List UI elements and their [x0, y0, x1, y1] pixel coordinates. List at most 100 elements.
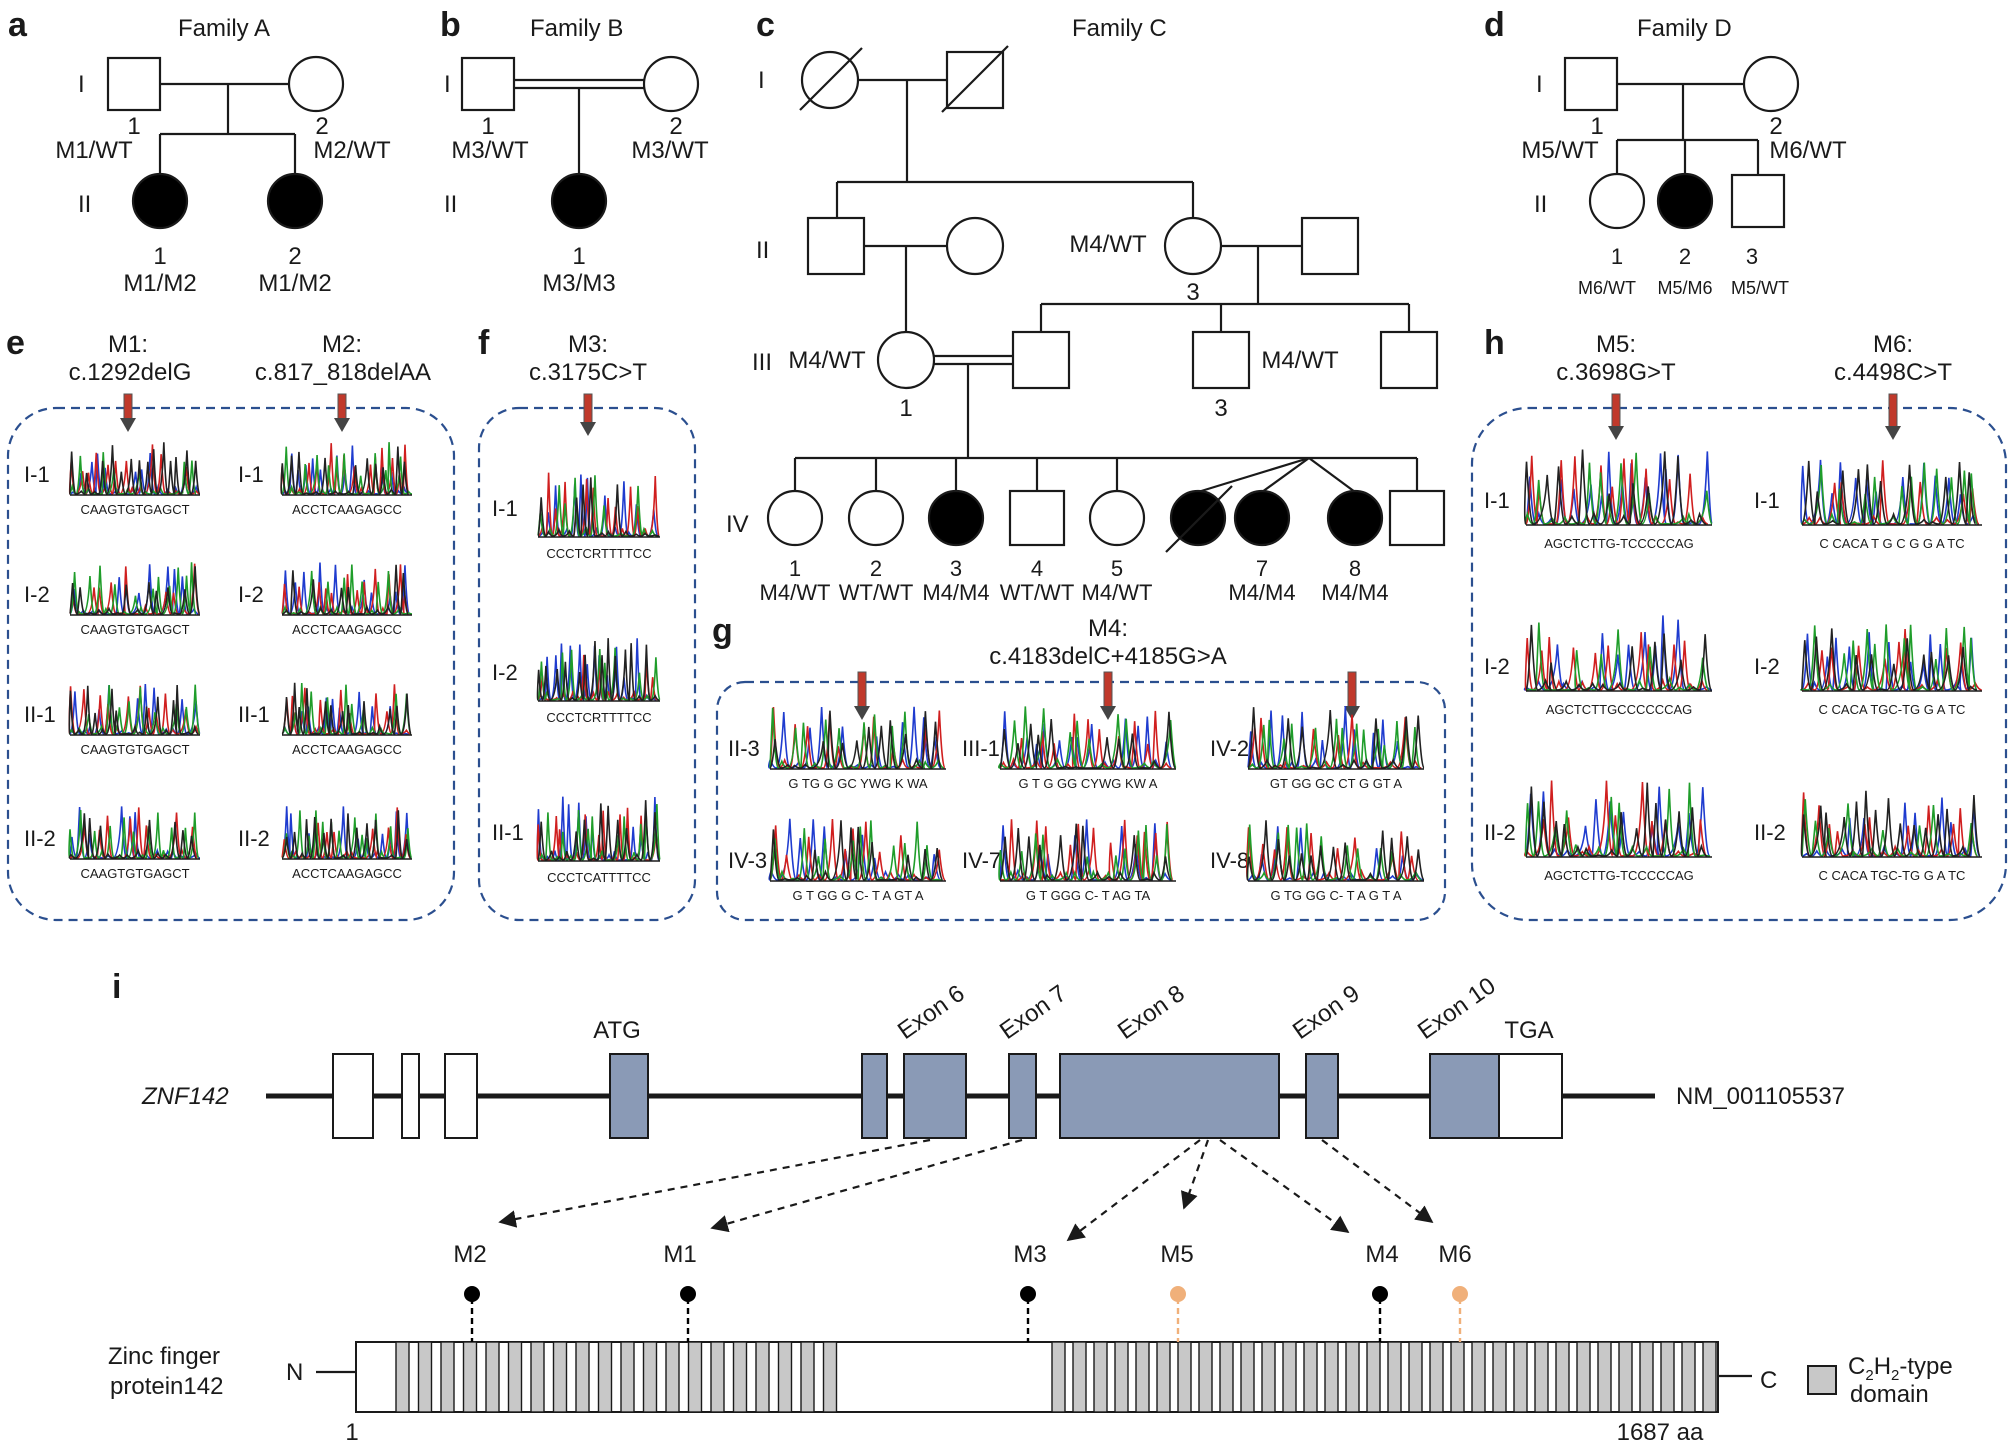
zinc-finger-domain-35: [1366, 1341, 1381, 1413]
e-m2-pointer: [334, 393, 350, 432]
famA-I2-genotype: M2/WT: [313, 137, 391, 164]
protein-end: 1687 aa: [1617, 1419, 1704, 1446]
famC-IV8-affected: [1326, 489, 1384, 547]
zinc-finger-domain-4: [485, 1341, 500, 1413]
exon-10: [1429, 1053, 1500, 1139]
famC-IV-num-2: 3: [950, 556, 962, 581]
arrow-m2: [498, 1138, 931, 1228]
h-m5-variant: c.3698G>T: [1556, 359, 1676, 386]
h-left-row-0: I-1: [1484, 488, 1510, 513]
atg-label: ATG: [593, 1017, 641, 1044]
panel-label-h: h: [1484, 324, 1505, 362]
famD-II1-genotype: M6/WT: [1578, 278, 1636, 298]
g-trace-5: [1246, 820, 1425, 882]
family-a-title: Family A: [178, 15, 270, 42]
h-m6-label: M6:: [1873, 331, 1913, 358]
zinc-finger-domain-1: [417, 1341, 433, 1413]
g-row-0: II-3: [728, 736, 760, 761]
famB-gen-II: II: [444, 191, 457, 218]
panel-label-e: e: [6, 324, 25, 362]
e-right-row-0: I-1: [238, 462, 264, 487]
h-m5-label: M5:: [1596, 331, 1636, 358]
famC-III1-carrier-female: [876, 330, 936, 390]
famC-IV4-male: [1008, 489, 1066, 547]
f-row-2: II-1: [492, 820, 524, 845]
zinc-finger-domain-30: [1261, 1341, 1276, 1413]
family-c-title: Family C: [1072, 15, 1167, 42]
h-m5-pointer: [1608, 393, 1624, 440]
e-right-row-2: II-1: [238, 702, 270, 727]
famD-II2-genotype: M5/M6: [1657, 278, 1712, 298]
h-m5-trace-1: [1523, 615, 1713, 692]
zinc-finger-domain-40: [1471, 1341, 1486, 1413]
zinc-finger-domain-21: [1072, 1341, 1087, 1413]
famC-IV-num-6: 8: [1349, 556, 1361, 581]
famB-gen-I: I: [444, 71, 451, 98]
famC-IV-genotype-1: WT/WT: [839, 580, 914, 605]
h-m5-trace-2: [1524, 780, 1712, 858]
panel-h-box: [1470, 406, 2008, 922]
e-right-row-1: I-2: [238, 582, 264, 607]
g-seq-5: G TG GG C- T A G T A: [1270, 888, 1401, 903]
h-m6-seq-1: C CACA TGC-TG G A TC: [1819, 702, 1966, 717]
g-seq-0: G TG G GC YWG K WA: [788, 776, 927, 791]
mutation-pin-m5: [1170, 1286, 1186, 1342]
zinc-finger-domain-15: [732, 1341, 748, 1413]
famC-II1-male: [806, 216, 866, 276]
e-m2-seq-3: ACCTCAAGAGCC: [292, 866, 402, 881]
legend-domain-word: domain: [1850, 1381, 1929, 1408]
zinc-finger-domain-47: [1618, 1341, 1633, 1413]
g-row-3: IV-3: [728, 848, 767, 873]
h-m6-pointer: [1885, 393, 1901, 440]
exon6-label: Exon 6: [893, 980, 970, 1045]
famC-II4-male: [1300, 216, 1360, 276]
g-pointer-3: [1344, 671, 1360, 720]
family-b-title: Family B: [530, 15, 623, 42]
protein-label-2: protein142: [110, 1373, 223, 1400]
famC-IV6-affected-deceased: [1169, 489, 1227, 547]
zinc-finger-domain-31: [1282, 1341, 1297, 1413]
zinc-finger-domain-51: [1702, 1341, 1717, 1413]
utr-exon-3: [444, 1053, 478, 1139]
famA-II1-num: 1: [153, 243, 166, 270]
zinc-finger-domain-12: [665, 1341, 680, 1413]
g-row-5: IV-8: [1210, 848, 1249, 873]
exon10-label: Exon 10: [1413, 972, 1501, 1045]
zinc-finger-domain-38: [1429, 1341, 1444, 1413]
famC-IV2-female: [847, 489, 905, 547]
famC-III3-carrier-male: [1191, 330, 1251, 390]
famD-II3-male: [1730, 173, 1786, 229]
mutation-pin-m1: [680, 1286, 696, 1342]
panel-label-g: g: [712, 612, 733, 650]
zinc-finger-domain-28: [1219, 1341, 1234, 1413]
h-right-row-2: II-2: [1754, 820, 1786, 845]
mutation-pin-m4: [1372, 1286, 1388, 1342]
famB-I1-genotype: M3/WT: [451, 137, 529, 164]
zinc-finger-domain-48: [1639, 1341, 1654, 1413]
e-m1-seq-1: CAAGTGTGAGCT: [80, 622, 189, 637]
panel-label-c: c: [756, 6, 775, 44]
e-m1-pointer: [120, 393, 136, 432]
famC-IV-num-1: 2: [870, 556, 882, 581]
famC-II3-carrier-female: [1163, 216, 1223, 276]
famC-II3-num: 3: [1186, 279, 1199, 306]
zinc-finger-domain-14: [710, 1341, 725, 1413]
famD-gen-II: II: [1534, 191, 1547, 218]
famA-II1-affected: [131, 172, 189, 230]
famB-II1-genotype: M3/M3: [542, 270, 615, 297]
e-m1-seq-2: CAAGTGTGAGCT: [80, 742, 189, 757]
zinc-finger-domain-44: [1555, 1341, 1570, 1413]
zinc-finger-domain-33: [1324, 1341, 1339, 1413]
e-left-row-2: II-1: [24, 702, 56, 727]
e-m1-variant: c.1292delG: [69, 359, 192, 386]
g-seq-4: G T GGG C- T AG TA: [1026, 888, 1151, 903]
famC-II2-female: [945, 216, 1005, 276]
gene-name: ZNF142: [141, 1083, 229, 1110]
g-row-2: IV-2: [1210, 736, 1249, 761]
famC-IV5-female: [1088, 489, 1146, 547]
zinc-finger-domain-43: [1534, 1341, 1549, 1413]
famC-IV-genotype-2: M4/M4: [922, 580, 989, 605]
famA-I2-num: 2: [315, 113, 328, 140]
famC-gen-I: I: [758, 67, 765, 94]
